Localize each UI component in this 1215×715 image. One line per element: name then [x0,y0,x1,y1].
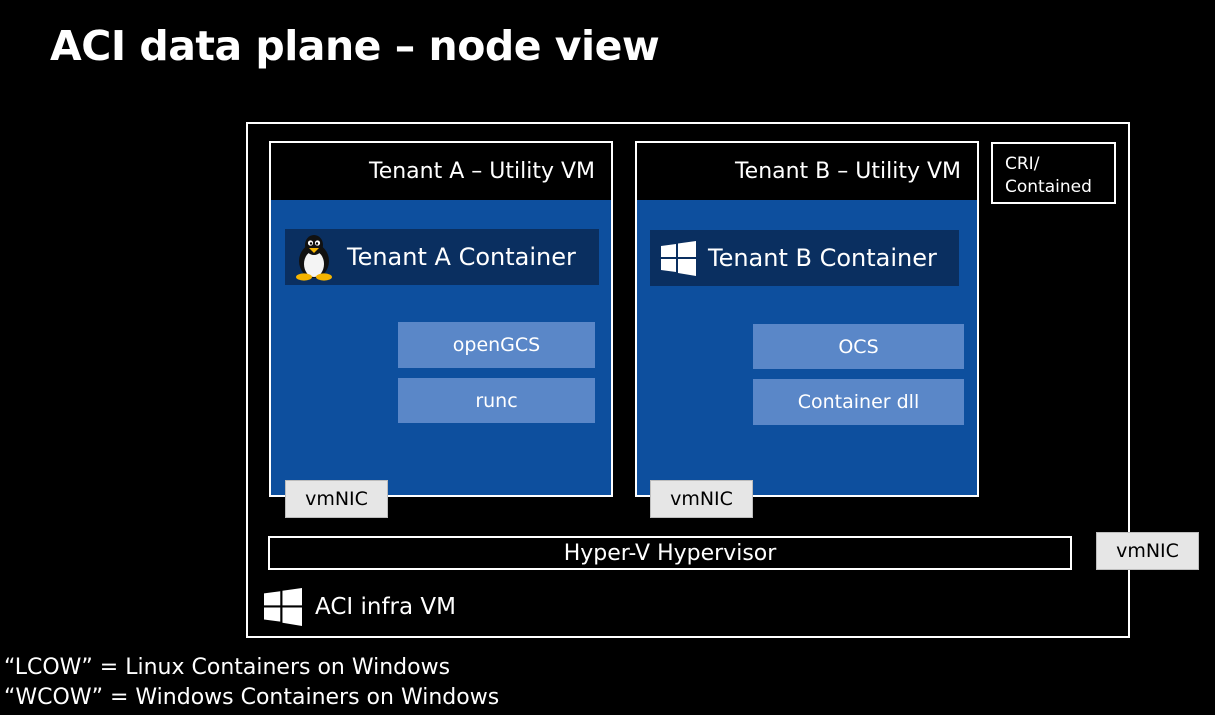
contained-label: Contained [1005,177,1092,197]
runc-component: runc [398,378,595,423]
linux-penguin-icon [293,233,335,281]
tenant-b-container: Tenant B Container [650,230,959,286]
aci-infra-vm-label-group: ACI infra VM [264,588,456,626]
footnote-lcow: “LCOW” = Linux Containers on Windows [4,655,451,680]
tenant-a-container-label: Tenant A Container [347,243,576,271]
tenant-a-utility-vm-label: Tenant A – Utility VM [369,159,595,184]
container-dll-component: Container dll [753,379,964,425]
tenant-a-container: Tenant A Container [285,229,599,285]
tenant-a-utility-vm-header: Tenant A – Utility VM [269,141,613,202]
hyper-v-hypervisor-bar: Hyper-V Hypervisor [268,536,1072,570]
tenant-b-utility-vm-label: Tenant B – Utility VM [734,159,961,184]
tenant-b-utility-vm-header: Tenant B – Utility VM [635,141,979,202]
ocs-component: OCS [753,324,964,369]
aci-infra-vm-label: ACI infra VM [315,594,456,620]
tenant-a-vmnic: vmNIC [285,480,388,518]
infra-vmnic: vmNIC [1096,532,1199,570]
slide-title: ACI data plane – node view [50,22,660,70]
hyper-v-hypervisor-label: Hyper-V Hypervisor [563,540,777,566]
tenant-b-vmnic: vmNIC [650,480,753,518]
windows-logo-icon [661,240,696,276]
cri-label: CRI/ [1005,154,1040,174]
aci-infra-vm-box [246,122,1130,638]
opengcs-component: openGCS [398,322,595,368]
footnote-wcow: “WCOW” = Windows Containers on Windows [4,685,500,710]
tenant-b-container-label: Tenant B Container [708,244,937,272]
windows-logo-icon [264,588,302,626]
cri-contained-box: CRI/ Contained [991,142,1116,204]
